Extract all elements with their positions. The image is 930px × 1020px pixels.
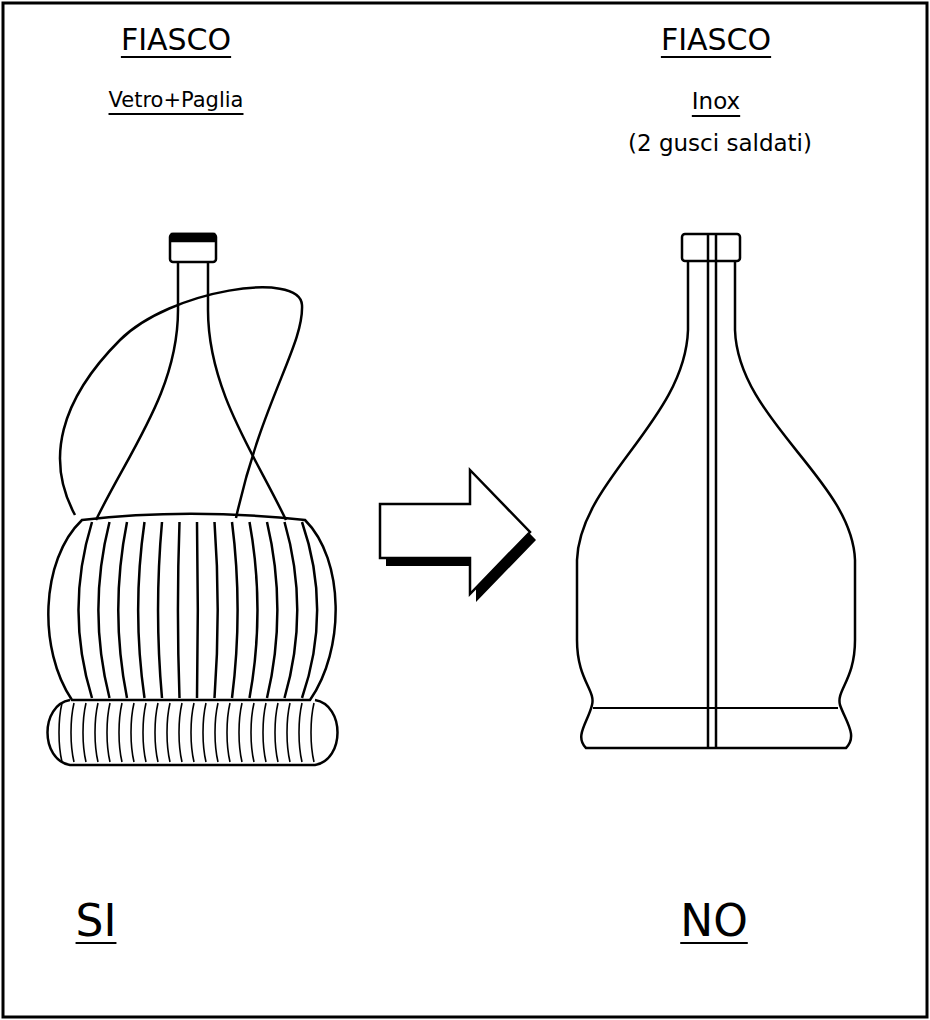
- block-arrow: [380, 470, 536, 602]
- heading-label: Vetro+Paglia: [109, 88, 244, 113]
- heading-label: Inox: [692, 88, 740, 116]
- heading-label: FIASCO: [121, 22, 231, 58]
- heading-label: FIASCO: [661, 22, 771, 58]
- heading-label: (2 gusci saldati): [628, 130, 812, 158]
- steel-flask: [577, 234, 855, 748]
- frame: [3, 3, 927, 1017]
- verdict-label: SI: [76, 895, 117, 948]
- straw-flask: [48, 234, 338, 765]
- verdict-label: NO: [680, 895, 748, 948]
